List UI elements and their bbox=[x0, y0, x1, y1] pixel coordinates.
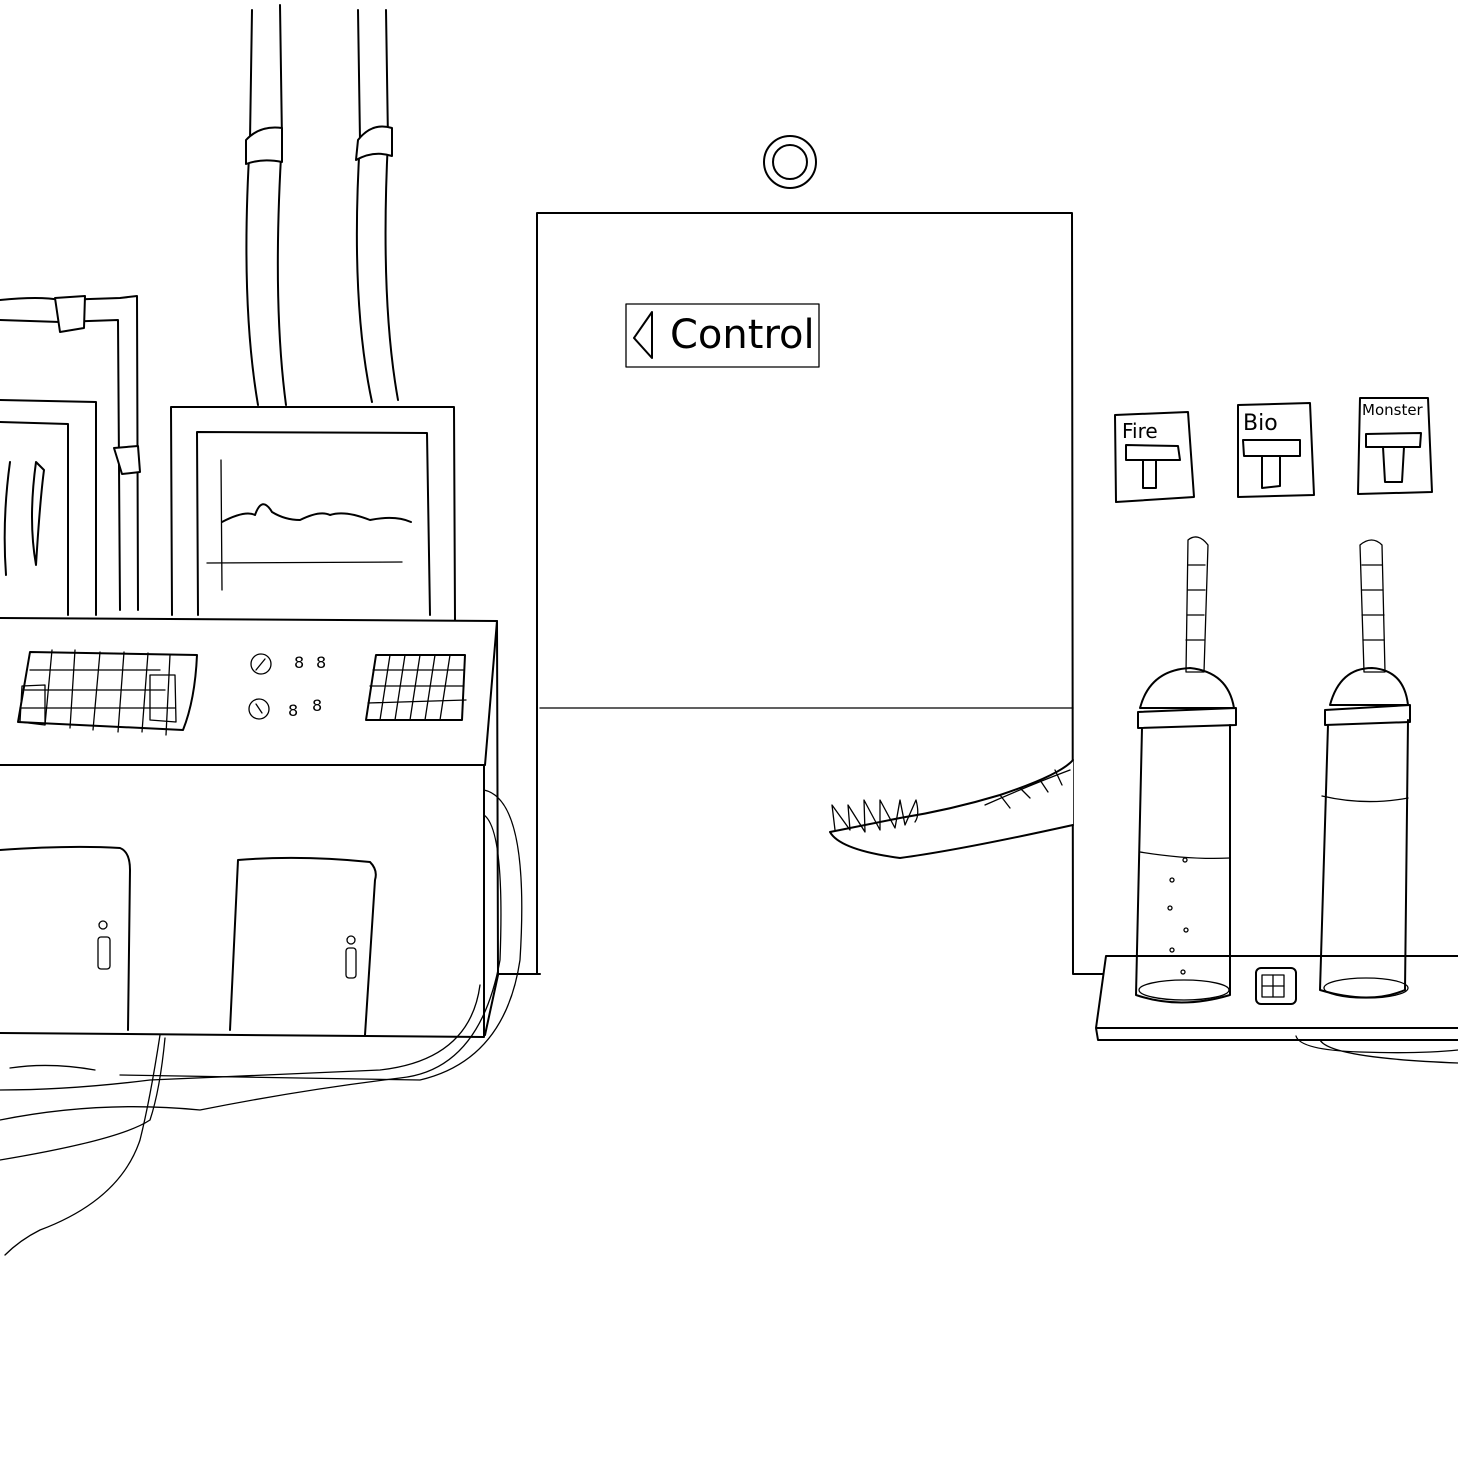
switch-monster[interactable]: Monster bbox=[1357, 397, 1433, 495]
switch-monster-label: Monster bbox=[1362, 401, 1424, 419]
svg-text:8: 8 bbox=[294, 653, 304, 672]
shelf-outlet[interactable] bbox=[1255, 967, 1297, 1005]
switch-fire-label: Fire bbox=[1122, 419, 1158, 443]
switch-fire[interactable]: Fire bbox=[1114, 411, 1195, 503]
door-sign-label: Control bbox=[670, 312, 815, 358]
ceiling-pipes bbox=[0, 4, 399, 611]
control-door[interactable] bbox=[536, 212, 1104, 975]
control-console[interactable]: 8 8 8 8 bbox=[0, 617, 541, 1038]
arrow-left-icon bbox=[633, 311, 653, 359]
cabinet-door-right[interactable] bbox=[229, 856, 377, 1036]
monster-claw bbox=[829, 759, 1074, 859]
keypad-grid[interactable] bbox=[365, 654, 467, 721]
floor-cables bbox=[0, 789, 523, 1256]
graph-monitor[interactable] bbox=[170, 406, 456, 621]
tank-shelf bbox=[1095, 955, 1458, 1064]
switch-bio[interactable]: Bio bbox=[1237, 402, 1315, 498]
left-monitor[interactable] bbox=[0, 399, 97, 616]
switch-bio-label: Bio bbox=[1243, 411, 1278, 436]
door-light-icon bbox=[763, 135, 817, 189]
svg-text:8: 8 bbox=[288, 701, 298, 720]
keyboard[interactable] bbox=[17, 649, 198, 736]
door-sign: Control bbox=[625, 303, 820, 368]
right-tank[interactable] bbox=[1319, 539, 1411, 999]
svg-text:8: 8 bbox=[312, 696, 322, 715]
left-tank[interactable] bbox=[1135, 536, 1237, 1004]
dials[interactable]: 8 8 8 8 bbox=[248, 653, 326, 720]
svg-text:8: 8 bbox=[316, 653, 326, 672]
cabinet-door-left[interactable] bbox=[0, 845, 131, 1031]
